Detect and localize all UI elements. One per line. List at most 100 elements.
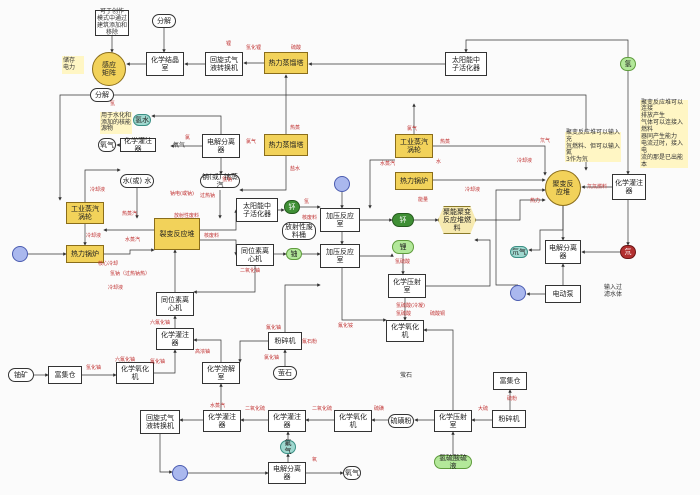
node-teal1[interactable]: 氢水	[133, 114, 151, 126]
node-lgreen2[interactable]: 锂	[392, 240, 414, 254]
edge-label: 氘氚燃料	[587, 184, 608, 190]
edge-label: 二氧化铀	[240, 268, 261, 274]
node-chem-inj[interactable]: 化学压射 室	[388, 274, 426, 298]
edge-label: 冷却液	[90, 187, 106, 193]
node-blue-left[interactable]	[12, 246, 28, 262]
node-heat-tower2[interactable]: 热力蒸馏塔	[264, 134, 308, 156]
node-oxy-bot[interactable]: 氧气	[343, 466, 361, 480]
edge-label: 高浓铀	[195, 349, 211, 355]
edge-label: 热蒸	[440, 139, 451, 145]
node-red-node[interactable]: 氘	[620, 245, 636, 259]
node-fluorite[interactable]: 萤石	[273, 366, 297, 380]
node-blue-right[interactable]	[510, 285, 526, 301]
node-note-right[interactable]: 聚变反应堆可以输入充 氘燃料、但可以输入氦 3作为氘	[565, 128, 621, 164]
node-thermal-left[interactable]: 热力锅炉	[66, 245, 104, 263]
edge-label: 放射性废料	[174, 213, 200, 219]
node-pressure2[interactable]: 加压反应 室	[320, 244, 360, 268]
node-dgreen1[interactable]: 钚	[284, 200, 300, 214]
edge-label: 能量	[418, 197, 429, 203]
edge-label: 硫酸铜	[430, 311, 446, 317]
edge-label: 氯气	[246, 139, 257, 145]
edge-label: 氟石粉	[302, 339, 318, 345]
node-note-pump[interactable]: 输入过 滤水体	[603, 284, 622, 298]
node-thermal-right[interactable]: 热力锅炉	[395, 172, 433, 190]
node-isotope-cent2[interactable]: 同位素离 心机	[156, 292, 194, 316]
node-chem-crys[interactable]: 化学结晶 室	[146, 52, 184, 76]
edge-label: 氢硫酸	[396, 311, 412, 317]
node-chem-inf3[interactable]: 化学灌注 器	[268, 410, 306, 432]
edge-label: 氢化铀	[86, 365, 102, 371]
edge-label: 六氟化铀	[115, 357, 136, 363]
node-crusher[interactable]: 粉碎机	[268, 332, 302, 350]
node-teal-bot[interactable]: 氟气	[280, 439, 296, 455]
node-fusion[interactable]: 聚变反 应堆	[545, 170, 581, 206]
node-radioactive[interactable]: 放射性废 料桶	[282, 222, 316, 240]
node-elec-sep-r[interactable]: 电解分离 器	[545, 240, 581, 264]
edge-label: 氘气	[540, 138, 551, 144]
node-note-left-top[interactable]: 储存 电力	[62, 56, 84, 74]
node-trash2[interactable]: 分解	[90, 88, 114, 102]
node-oxygen1[interactable]: 氧气	[98, 138, 116, 152]
node-trash1[interactable]: 分解	[152, 14, 176, 28]
node-fission[interactable]: 裂变反应堆	[154, 218, 200, 250]
node-note-left2[interactable]: 用于水化和 添加的核能 源物	[100, 111, 132, 134]
node-rev-gas2[interactable]: 回旋式气 液转换机	[140, 410, 180, 434]
node-oxid2[interactable]: 化学氧化 机	[116, 362, 154, 384]
node-note-far-right[interactable]: 聚变反应堆可以连接 排放产生 气体可以连接入燃料 器同产生能力 电流过时，接入电…	[640, 99, 688, 168]
edge-label: 氢	[110, 101, 116, 107]
node-solar-act2[interactable]: 太阳能中 子活化器	[236, 198, 278, 222]
node-industrial-right[interactable]: 工业蒸汽 涡轮	[395, 134, 433, 158]
node-pump[interactable]: 电动泵	[545, 285, 581, 303]
node-elec-sep[interactable]: 电解分离 器	[202, 134, 240, 158]
node-chem-oxid[interactable]: 化学氧化 机	[386, 320, 424, 342]
edge-label: 冷却液	[108, 285, 124, 291]
node-dgreen2[interactable]: 钚	[392, 213, 414, 227]
node-blue-bot[interactable]	[172, 465, 188, 481]
edge-label: 热蒸	[290, 125, 301, 131]
node-fluorite2[interactable]: 萤石	[399, 371, 412, 379]
node-storage1[interactable]: 富集仓	[48, 366, 82, 384]
node-oxid3[interactable]: 化学氧化 机	[334, 410, 372, 432]
node-green-bot[interactable]: 氢硫酸硫液	[434, 454, 472, 470]
node-hex-fuel[interactable]: 聚能聚变 反应堆燃 料	[438, 206, 476, 234]
node-chem-inf2[interactable]: 化学灌注 器	[203, 410, 241, 432]
node-crush-pill[interactable]: 硫磺粉	[388, 414, 414, 428]
node-dissolver[interactable]: 化学溶解 室	[202, 362, 240, 384]
node-crusher2[interactable]: 粉碎机	[492, 410, 526, 428]
node-solar-act1[interactable]: 太阳能中 子活化器	[445, 52, 487, 76]
node-industrial-left[interactable]: 工业蒸汽 涡轮	[66, 202, 104, 224]
node-pressure1[interactable]: 加压反应 室	[320, 208, 360, 232]
node-lgreen1[interactable]: 铀	[286, 248, 302, 260]
edge-label: 核废料	[302, 215, 318, 221]
node-induct[interactable]: 感应 矩阵	[92, 52, 126, 86]
node-poly-sep[interactable]: 化学灌注器	[120, 137, 156, 153]
node-teal-r[interactable]: 氘气	[510, 246, 528, 258]
node-elec-sep-b[interactable]: 电解分离 器	[268, 462, 306, 484]
edge-label: 水蒸汽	[380, 161, 396, 167]
node-chem-infuser[interactable]: 化学灌注 器	[156, 328, 194, 350]
node-blue-mid[interactable]	[334, 176, 350, 192]
node-storage2[interactable]: 富集仓	[493, 372, 527, 390]
edge-label: 冷却液	[517, 158, 533, 164]
node-isotope-cent[interactable]: 同位素离 心机	[236, 244, 274, 266]
node-chem-infuser-r[interactable]: 化学灌注 器	[612, 174, 646, 200]
edge-label: 冷却液	[465, 187, 481, 193]
node-rev-gas[interactable]: 回旋式气 液转换机	[205, 52, 243, 76]
edge-label: 盐水	[290, 166, 301, 172]
node-oxygen2[interactable]: 氧气	[172, 141, 185, 149]
node-chem-inj2[interactable]: 化学压射 室	[434, 410, 472, 432]
edge-label: 硫酸	[291, 45, 302, 51]
edge-label: 水蒸汽	[210, 403, 226, 409]
edge-label: 氢钠（过热钠热）	[110, 271, 151, 277]
edge-label: 热力	[530, 198, 541, 204]
edge-label: 氢硫酸	[395, 259, 411, 265]
node-top-note[interactable]: 可于创作 模式中通过 建筑添加和 移除	[95, 8, 129, 36]
edge-label: 硫粉	[507, 396, 518, 402]
edge-label: 氟化铀	[150, 359, 166, 365]
node-water-pill[interactable]: 水(或) 水	[120, 174, 154, 188]
edge-label: 氧	[312, 457, 318, 463]
node-steam-pill[interactable]: 钠(或) 钠蒸汽	[200, 173, 240, 189]
node-node-hydro1[interactable]: 氢	[620, 57, 636, 71]
node-ore-pill[interactable]: 铀矿	[8, 368, 34, 382]
node-heat-tower1[interactable]: 热力蒸馏塔	[264, 52, 308, 74]
